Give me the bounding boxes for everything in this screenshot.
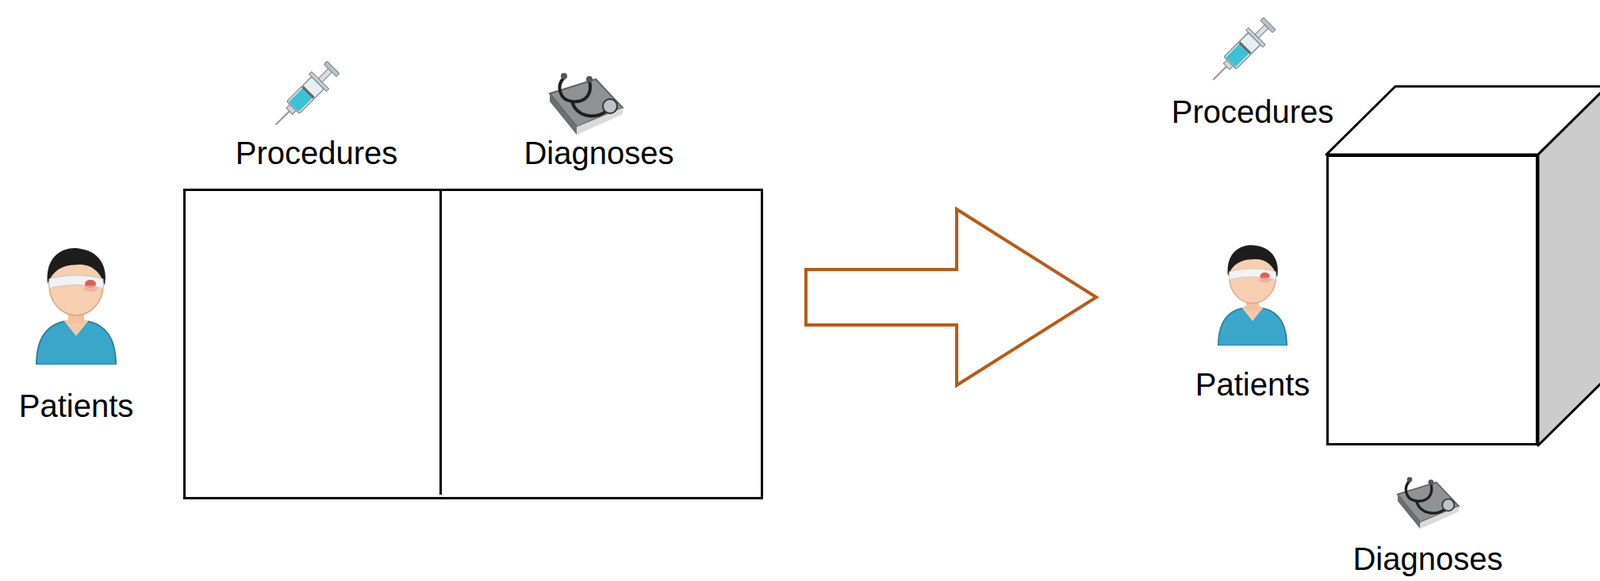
stethoscope-icon (1397, 477, 1459, 530)
syringe-icon (267, 58, 342, 134)
axis-label: Patients (0, 387, 235, 426)
matrix-cell: Procedures (183, 188, 442, 495)
axis-label: Diagnoses (1269, 540, 1587, 579)
syringe-icon (1204, 15, 1278, 89)
axis-label: Procedures (1093, 92, 1412, 131)
axis-label: Diagnoses (440, 134, 758, 173)
patient-icon (36, 248, 116, 365)
stethoscope-icon (549, 72, 623, 135)
block-arrow (805, 209, 1097, 386)
matrix-box: PatientsProceduresDiagnoses (183, 188, 764, 500)
matrix-cell: Diagnoses (444, 188, 762, 495)
axis-label: Patients (1093, 365, 1412, 404)
axis-label: Procedures (157, 134, 476, 173)
patient-icon (1218, 245, 1287, 346)
cube-front-face: ProceduresPatientsDiagnoses (1326, 154, 1539, 446)
cube-side-face (1538, 86, 1600, 446)
